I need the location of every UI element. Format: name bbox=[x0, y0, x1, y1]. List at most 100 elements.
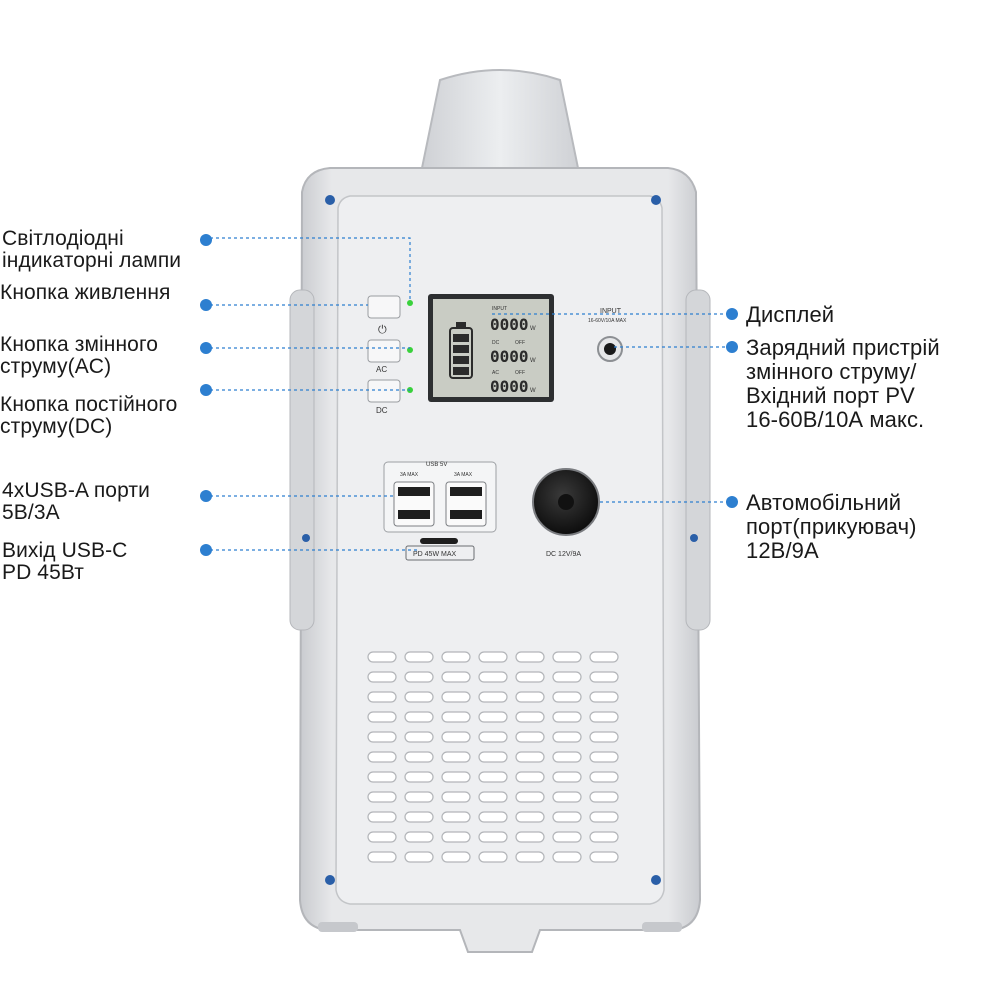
callout-usb-c-output: Вихід USB-C PD 45Вт bbox=[2, 539, 128, 584]
svg-text:PD 45W MAX: PD 45W MAX bbox=[413, 551, 457, 558]
vent-slot bbox=[478, 751, 508, 763]
lcd-screen bbox=[433, 299, 549, 397]
dc-label: DC bbox=[376, 406, 388, 415]
dot-display bbox=[726, 308, 738, 320]
vent-slot bbox=[441, 771, 471, 783]
svg-text:DC: DC bbox=[492, 340, 500, 346]
callout-display: Дисплей bbox=[746, 302, 835, 327]
ac-button bbox=[367, 339, 401, 363]
vent-slot bbox=[404, 731, 434, 743]
carry-handle bbox=[420, 69, 580, 169]
vent-slot bbox=[589, 771, 619, 783]
vent-slot bbox=[404, 691, 434, 703]
vent-slot bbox=[589, 811, 619, 823]
vent-slot bbox=[552, 771, 582, 783]
vent-slot bbox=[478, 671, 508, 683]
vent-slot bbox=[441, 731, 471, 743]
vent-slot bbox=[441, 691, 471, 703]
svg-text:DC 12V/9A: DC 12V/9A bbox=[546, 551, 581, 558]
vent-slot bbox=[515, 771, 545, 783]
svg-text:W: W bbox=[530, 326, 536, 332]
vent-slot bbox=[478, 771, 508, 783]
dot-power bbox=[200, 299, 212, 311]
vent-slot bbox=[589, 731, 619, 743]
vent-slot bbox=[552, 711, 582, 723]
svg-text:0000: 0000 bbox=[490, 377, 529, 396]
svg-text:0000: 0000 bbox=[490, 347, 529, 366]
svg-text:3A MAX: 3A MAX bbox=[454, 472, 473, 478]
svg-text:3A MAX: 3A MAX bbox=[400, 472, 419, 478]
vent-slot bbox=[589, 711, 619, 723]
svg-text:AC: AC bbox=[492, 370, 499, 376]
vent-slot bbox=[552, 671, 582, 683]
battery-icon bbox=[449, 322, 473, 379]
power-button bbox=[367, 295, 401, 319]
vent-slot bbox=[478, 851, 508, 863]
vent-slot bbox=[367, 731, 397, 743]
callout-usb-a-ports: 4xUSB-A порти 5В/3А bbox=[2, 479, 150, 524]
vent-slot bbox=[404, 711, 434, 723]
callout-dc-button: Кнопка постійного струму(DC) bbox=[0, 393, 178, 438]
vent-slot bbox=[441, 751, 471, 763]
vent-slot bbox=[589, 831, 619, 843]
svg-text:INPUT: INPUT bbox=[492, 306, 507, 312]
foot-right bbox=[642, 922, 682, 932]
vent-grille bbox=[367, 651, 619, 863]
vent-slot bbox=[515, 851, 545, 863]
vent-slot bbox=[478, 711, 508, 723]
ac-label: AC bbox=[376, 365, 387, 374]
vent-slot bbox=[552, 691, 582, 703]
svg-text:OFF: OFF bbox=[515, 370, 525, 376]
vent-slot bbox=[552, 851, 582, 863]
usb-c-port bbox=[420, 538, 458, 544]
vent-slot bbox=[552, 751, 582, 763]
dot-led bbox=[200, 234, 212, 246]
callout-ac-button: Кнопка змінного струму(AC) bbox=[0, 333, 159, 378]
vent-slot bbox=[367, 651, 397, 663]
left-bumper bbox=[289, 289, 315, 631]
vent-slot bbox=[404, 791, 434, 803]
power-symbol: ⏻ bbox=[378, 324, 387, 336]
vent-slot bbox=[589, 671, 619, 683]
vent-slot bbox=[441, 851, 471, 863]
svg-text:W: W bbox=[530, 388, 536, 394]
dot-usbc bbox=[200, 544, 212, 556]
vent-slot bbox=[404, 671, 434, 683]
vent-slot bbox=[552, 831, 582, 843]
foot-left bbox=[318, 922, 358, 932]
vent-slot bbox=[441, 811, 471, 823]
vent-slot bbox=[589, 691, 619, 703]
vent-slot bbox=[515, 811, 545, 823]
vent-slot bbox=[367, 811, 397, 823]
dot-charger bbox=[726, 341, 738, 353]
vent-slot bbox=[478, 731, 508, 743]
vent-slot bbox=[515, 671, 545, 683]
vent-slot bbox=[367, 691, 397, 703]
dot-dc bbox=[200, 384, 212, 396]
vent-slot bbox=[515, 751, 545, 763]
callout-led-indicators: Світлодіодні індикаторні лампи bbox=[2, 227, 182, 272]
vent-slot bbox=[515, 731, 545, 743]
svg-text:OFF: OFF bbox=[515, 340, 525, 346]
vent-slot bbox=[367, 831, 397, 843]
svg-text:INPUT: INPUT bbox=[600, 308, 622, 315]
callout-car-port: Автомобільний порт(прикуювач) 12В/9А bbox=[746, 490, 917, 563]
vent-slot bbox=[441, 831, 471, 843]
vent-slot bbox=[478, 691, 508, 703]
vent-slot bbox=[589, 651, 619, 663]
right-bumper bbox=[685, 289, 711, 631]
vent-slot bbox=[552, 651, 582, 663]
callout-power-button: Кнопка живлення bbox=[0, 281, 171, 304]
vent-slot bbox=[367, 851, 397, 863]
dot-ac bbox=[200, 342, 212, 354]
vent-slot bbox=[404, 771, 434, 783]
vent-slot bbox=[367, 711, 397, 723]
vent-slot bbox=[441, 711, 471, 723]
vent-slot bbox=[589, 851, 619, 863]
vent-slot bbox=[478, 651, 508, 663]
vent-slot bbox=[404, 751, 434, 763]
vent-slot bbox=[478, 811, 508, 823]
vent-slot bbox=[367, 771, 397, 783]
svg-text:USB 5V: USB 5V bbox=[426, 462, 447, 468]
